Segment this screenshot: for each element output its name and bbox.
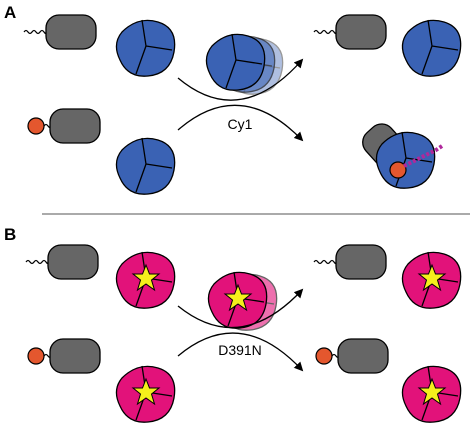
panel-b-label: B (4, 225, 16, 244)
partner-pill-icon (45, 14, 97, 50)
enzyme-blue-icon (401, 19, 462, 77)
orange-tag-icon (27, 117, 53, 135)
reaction-arrow-top (177, 288, 304, 329)
enzyme-pink-star-icon (401, 365, 462, 423)
partner-protein-untagged-left (25, 244, 99, 280)
enzyme-pink-star-icon (401, 251, 462, 309)
ligand-chain-icon (403, 144, 444, 168)
enzyme-label-cy1: Cy1 (228, 116, 253, 132)
panel-b: B D391N (4, 225, 462, 423)
reaction-arrow-bottom (177, 332, 304, 372)
enzyme-stack-blue (205, 33, 284, 95)
orange-tag-icon (315, 347, 341, 365)
partner-protein-untagged-right (313, 14, 387, 50)
partner-pill-icon (335, 14, 387, 50)
enzyme-label-d391n: D391N (218, 342, 262, 358)
enzyme-pink-star-icon (115, 365, 176, 423)
orange-tag-icon (27, 347, 53, 365)
partner-pill-icon (49, 108, 101, 144)
linker-tail-icon (25, 259, 49, 265)
enzyme-blue-icon (115, 19, 176, 77)
orange-tag-icon (389, 161, 407, 179)
enzyme-complex (356, 117, 444, 189)
partner-pill-icon (47, 244, 99, 280)
partner-protein-tagged-left (27, 108, 101, 144)
linker-tail-icon (313, 29, 337, 35)
reaction-arrow-top (177, 58, 304, 101)
partner-pill-icon (335, 244, 387, 280)
panel-a-label: A (4, 3, 16, 22)
linker-tail-icon (313, 259, 337, 265)
partner-protein-untagged-left (23, 14, 97, 50)
reaction-arrow-bottom (177, 104, 304, 142)
partner-protein-tagged-left (27, 338, 101, 374)
partner-pill-icon (49, 338, 101, 374)
enzyme-blue-icon (115, 137, 176, 195)
enzyme-stack-pink (207, 271, 278, 331)
partner-protein-tagged-right (315, 338, 389, 374)
enzyme-pink-star-icon (115, 251, 176, 309)
partner-pill-icon (337, 338, 389, 374)
panel-a: A Cy1 (4, 3, 462, 195)
linker-tail-icon (23, 29, 47, 35)
partner-protein-untagged-right (313, 244, 387, 280)
